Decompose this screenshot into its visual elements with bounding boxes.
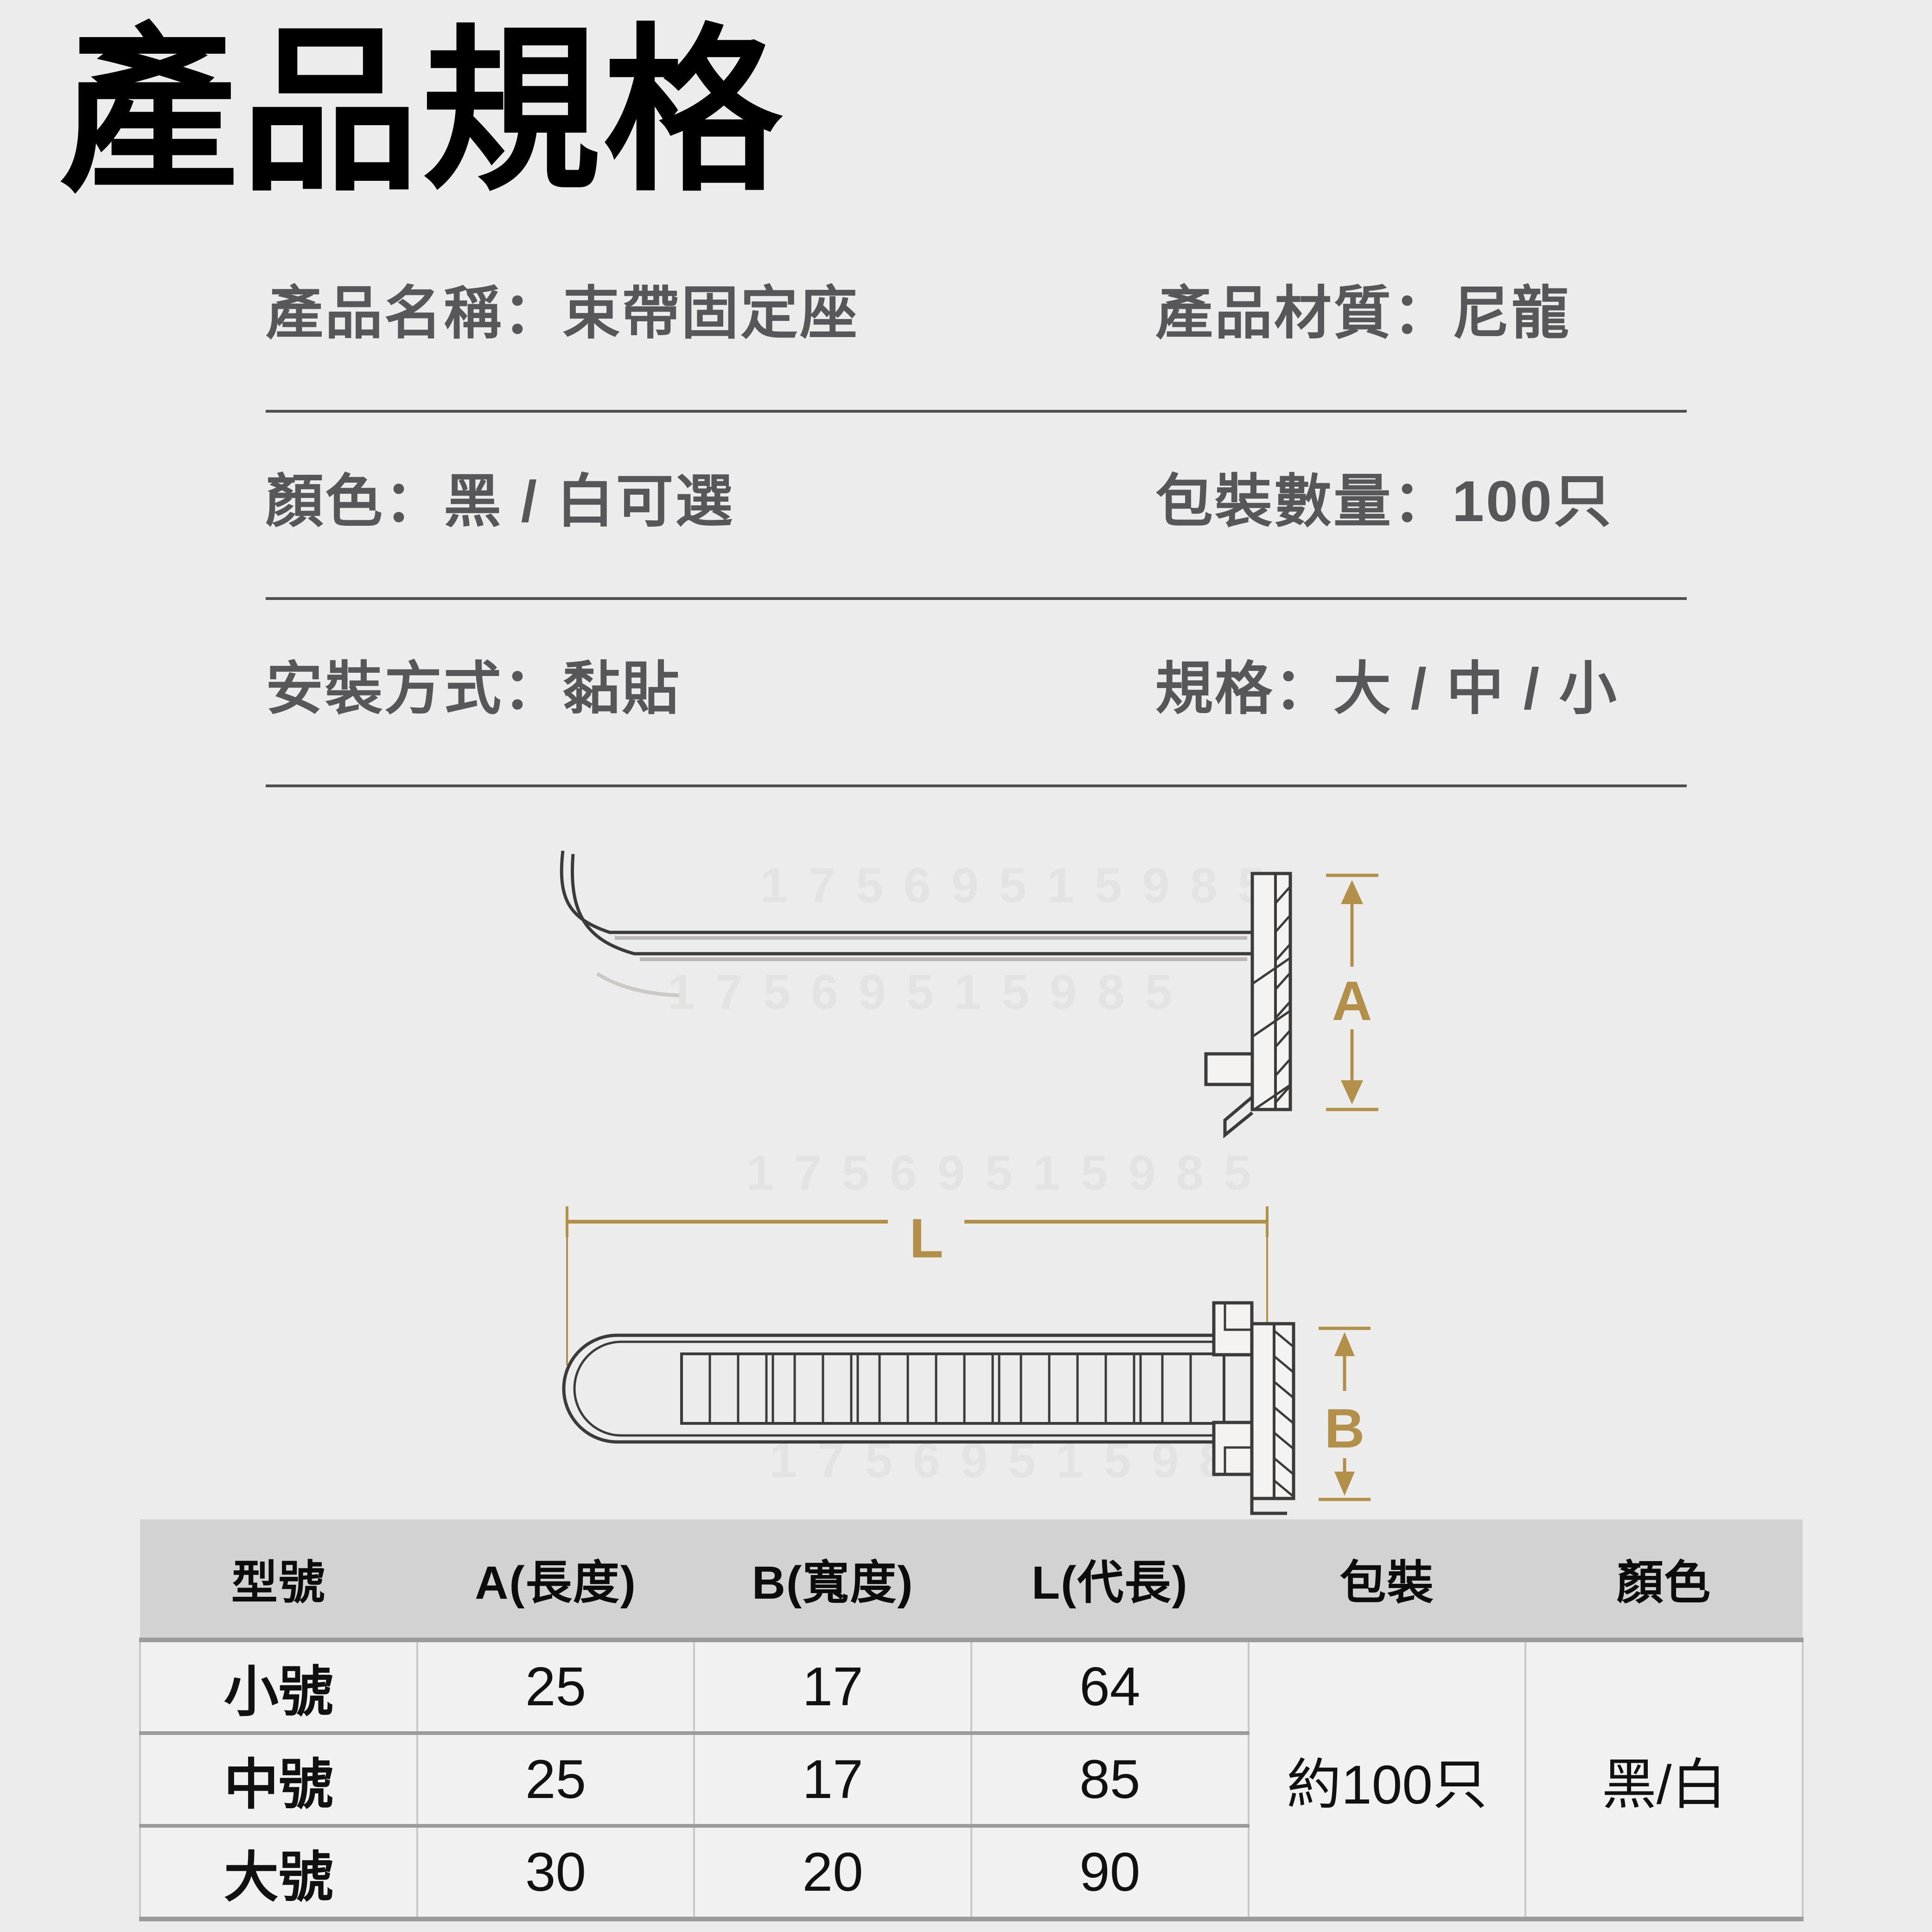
spec-table: 型號 A(長度) B(寬度) L(代長) 包裝 顏色 小號 25 17 64 約… <box>139 1519 1804 1921</box>
lower-clip-step <box>1224 1446 1252 1474</box>
watermark-text: 17569515985 <box>760 858 1286 913</box>
col-header-model: 型號 <box>140 1519 417 1642</box>
cell-model: 小號 <box>139 1640 418 1735</box>
hook-shadow <box>596 972 680 997</box>
info-sizes: 規格：大 / 中 / 小 <box>1155 657 1619 721</box>
divider-line <box>266 410 1687 413</box>
info-product-name: 產品名稱：束帶固定座 <box>266 281 860 345</box>
cell-b: 17 <box>693 1733 972 1828</box>
upper-clip-step <box>1224 1303 1252 1331</box>
cell-a: 30 <box>416 1826 695 1921</box>
rib-lines <box>708 1355 1192 1422</box>
page-title: 產品規格 <box>59 12 784 211</box>
col-header-b: B(寬度) <box>694 1519 971 1642</box>
cell-b: 20 <box>693 1826 972 1921</box>
dim-a-down-arrow <box>1341 1080 1363 1104</box>
table-row-small: 小號 25 17 64 約100只 黑/白 <box>139 1640 1804 1921</box>
side-view-mount-plate <box>1204 872 1292 1111</box>
top-view-drawing: L B <box>562 1206 1371 1515</box>
dimension-b: B <box>1319 1326 1371 1501</box>
mount-plate-body <box>1250 872 1292 1111</box>
top-view-mount-detail <box>1224 1303 1294 1515</box>
col-header-a: A(長度) <box>417 1519 695 1642</box>
strap-top-edge <box>560 850 1252 934</box>
divider-line <box>266 784 1687 787</box>
strap-bottom-edge <box>570 854 1252 956</box>
dim-b-down-arrow <box>1334 1472 1355 1496</box>
dim-a-up-arrow <box>1341 880 1363 904</box>
dimension-a: A <box>1326 874 1378 1111</box>
side-view-strap <box>560 850 1252 997</box>
cell-a: 25 <box>416 1640 695 1735</box>
strap-inner-outline <box>573 1340 1252 1437</box>
info-package-qty: 包裝數量：100只 <box>1155 470 1613 534</box>
col-header-l: L(代長) <box>971 1519 1249 1642</box>
info-color: 顏色：黑 / 白可選 <box>266 470 735 534</box>
dim-label-a: A <box>1332 970 1372 1032</box>
dim-label-l: L <box>909 1207 943 1269</box>
plate-foot <box>1223 1096 1254 1139</box>
cell-color: 黑/白 <box>1524 1640 1804 1921</box>
cell-l: 85 <box>970 1733 1250 1828</box>
side-view-drawing: A <box>560 850 1378 1139</box>
adhesive-clip <box>1204 1052 1254 1086</box>
plate-hatch-long <box>1251 956 1291 1111</box>
info-material: 產品材質：尼龍 <box>1155 281 1571 345</box>
info-install-method: 安裝方式：黏貼 <box>266 657 682 721</box>
col-header-color: 顏色 <box>1525 1519 1803 1642</box>
plate-foot <box>1250 1498 1287 1515</box>
cell-l: 64 <box>970 1640 1250 1735</box>
cell-model: 大號 <box>139 1826 418 1921</box>
plate-hatch <box>1273 1330 1294 1498</box>
watermark-text: 17569515985 <box>746 1146 1272 1200</box>
dimension-l: L <box>566 1206 1269 1365</box>
cell-package: 約100只 <box>1247 1640 1527 1921</box>
plate-hatch <box>1275 886 1291 1103</box>
strap-outer-outline <box>562 1333 1252 1444</box>
col-header-package: 包裝 <box>1248 1519 1526 1642</box>
top-view-strap <box>562 1333 1252 1444</box>
dim-label-b: B <box>1325 1397 1365 1460</box>
watermark-text: 17569515985 <box>668 965 1193 1020</box>
table-row-medium: 中號 25 17 85 <box>139 1733 1803 1828</box>
rib-band <box>680 1352 1225 1425</box>
cell-l: 90 <box>970 1826 1250 1921</box>
cell-model: 中號 <box>139 1733 418 1828</box>
table-header-row: 型號 A(長度) B(寬度) L(代長) 包裝 顏色 <box>140 1519 1803 1642</box>
divider-line <box>266 597 1687 600</box>
table-row-large: 大號 30 20 90 <box>139 1826 1803 1921</box>
side-view-plate-detail <box>1223 874 1291 1139</box>
dim-b-up-arrow <box>1334 1332 1355 1356</box>
cell-a: 25 <box>416 1733 695 1828</box>
cell-b: 17 <box>693 1640 972 1735</box>
